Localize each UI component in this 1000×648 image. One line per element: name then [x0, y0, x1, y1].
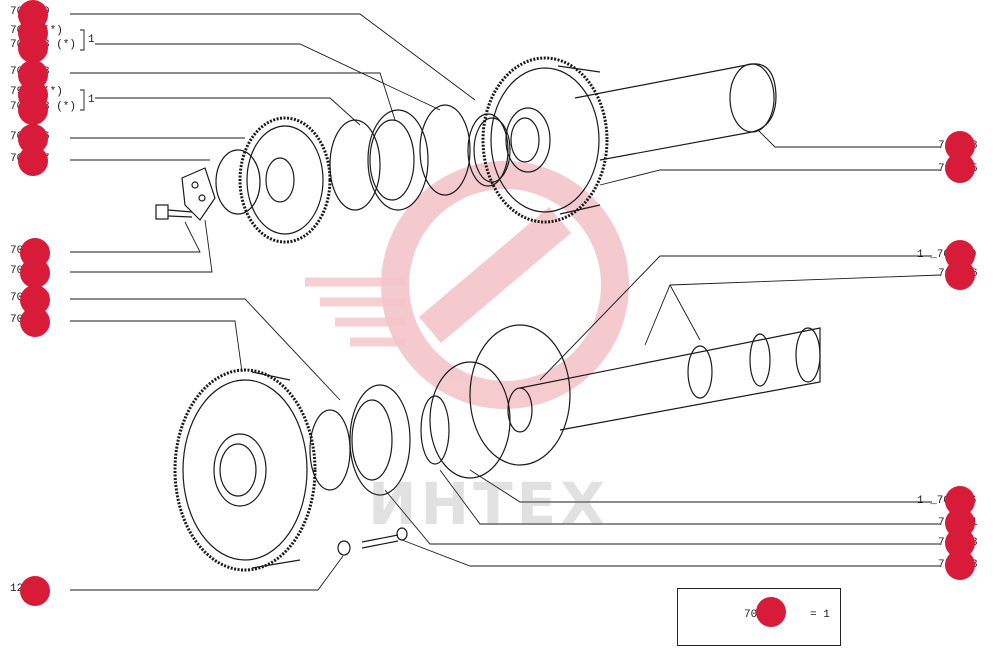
lower-large-gear [173, 368, 317, 572]
hotspot-700988[interactable] [945, 550, 975, 580]
hotspot-700334[interactable] [20, 307, 50, 337]
watermark-text: ИНТЕХ [368, 470, 609, 538]
hotspot-704580[interactable] [756, 597, 786, 627]
upper-large-gear [481, 56, 609, 224]
kit-quantity: = 1 [810, 609, 830, 621]
upper-ring-set [329, 104, 511, 211]
bolt [155, 204, 193, 220]
hotspot-701528[interactable] [20, 258, 50, 288]
lower-splined-shaft [507, 327, 821, 433]
upper-shaft [574, 63, 777, 161]
lower-ring-set [309, 324, 571, 496]
nut [337, 540, 351, 556]
hotspot-701527[interactable] [18, 146, 48, 176]
hotspot-704123-a[interactable] [18, 33, 48, 63]
hotspot-129846[interactable] [20, 576, 50, 606]
watermark-logo [381, 161, 629, 409]
leader-lines [70, 13, 941, 591]
watermark-logo-stripes [305, 277, 405, 347]
upper-small-gear [215, 116, 332, 244]
brace-qty-2: 1 [88, 94, 95, 106]
lock-plate [181, 167, 216, 221]
hotspot-700335[interactable] [945, 153, 975, 183]
hotspot-704123-b[interactable] [18, 95, 48, 125]
screw [361, 527, 408, 549]
brace-qty-1: 1 [88, 34, 95, 46]
hotspot-701526[interactable] [945, 260, 975, 290]
